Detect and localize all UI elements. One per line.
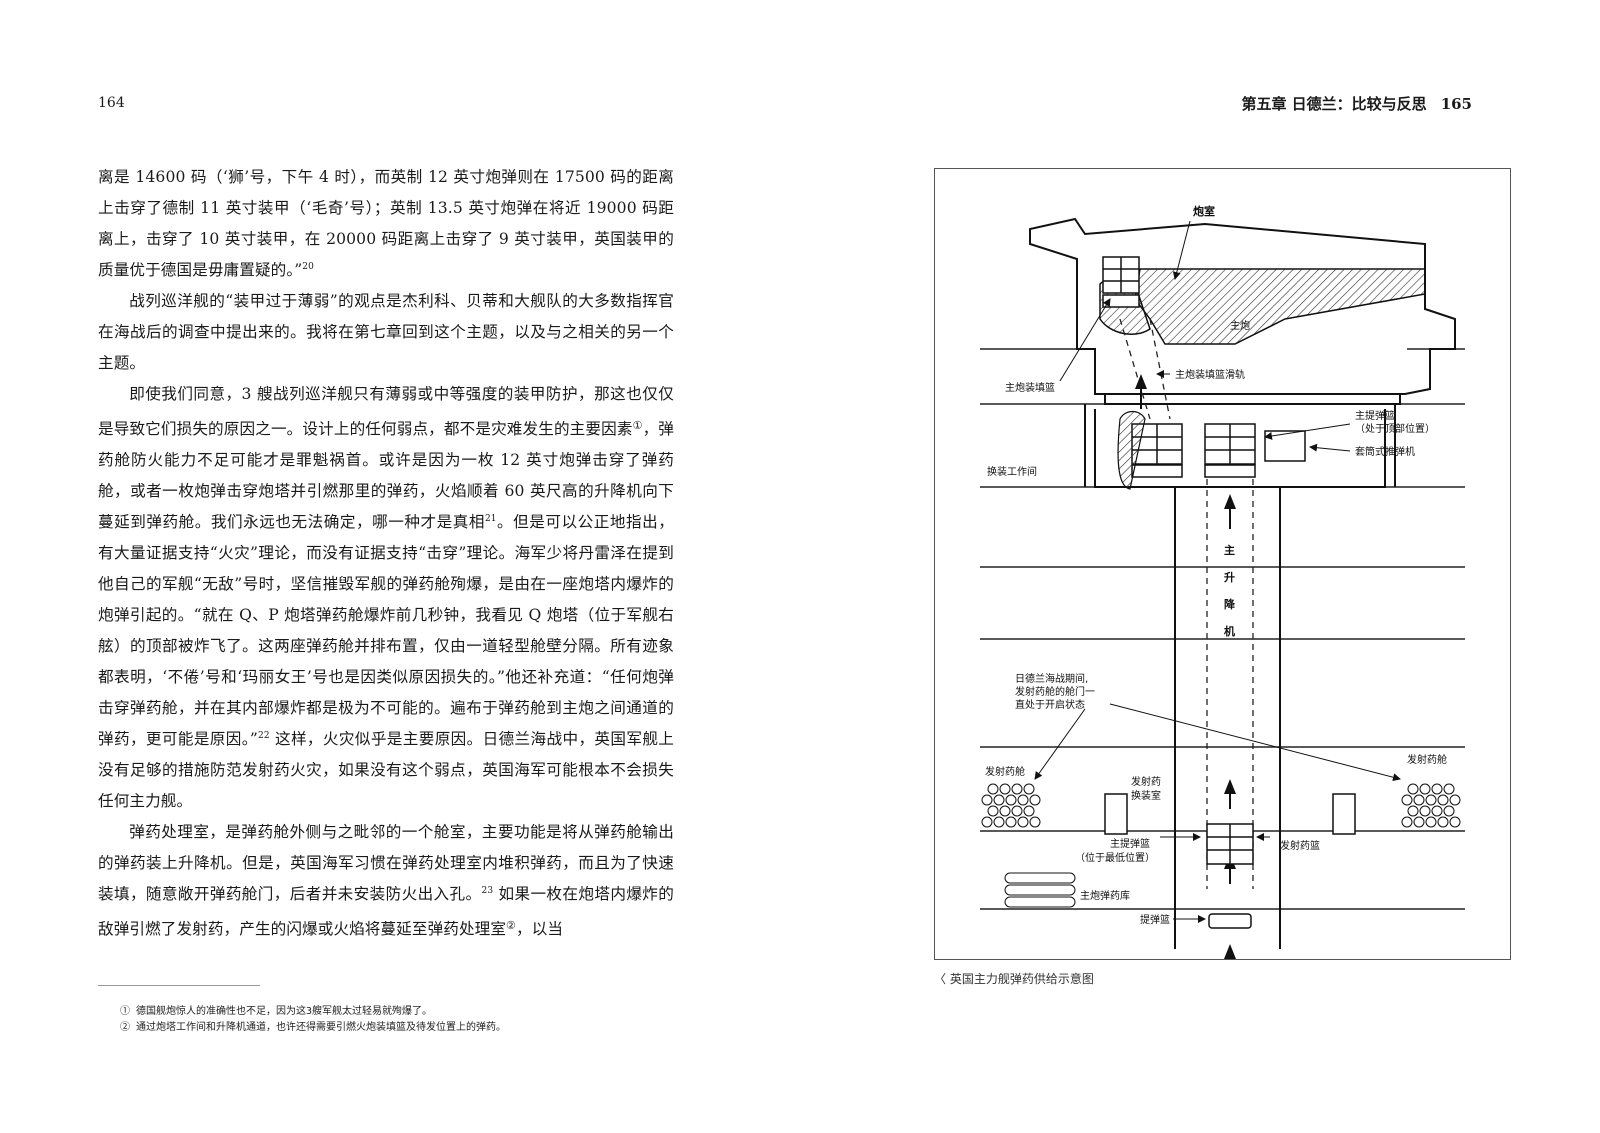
paragraph-text: 离是 14600 码（‘狮’号，下午 4 时），而英制 12 英寸炮弹则在 17… xyxy=(98,168,674,279)
turret-loading-cage xyxy=(1102,256,1140,308)
paragraph: 弹药处理室，是弹药舱外侧与之毗邻的一个舱室，主要功能是将从弹药舱输出的弹药装上升… xyxy=(98,817,674,945)
label-cordite-magazine-right: 发射药舱 xyxy=(1407,753,1447,766)
turret-structure xyxy=(1029,217,1456,949)
shell-room-shells xyxy=(1004,872,1076,908)
figure-caption: 〈 英国主力舰弹药供给示意图 xyxy=(934,972,1094,986)
paragraph-text: 这样，火灾似乎是主要原因。日德兰海战中，英国军舰上没有足够的措施防范发射药火灾，… xyxy=(98,730,674,810)
label-main-hoist-cage-bottom: 主提弹篮 xyxy=(1110,837,1150,850)
paragraph-text: 。但是可以公正地指出，有大量证据支持“火灾”理论，而没有证据支持“击穿”理论。海… xyxy=(98,513,674,748)
label-main-hoist-1: 主 xyxy=(1224,543,1235,557)
upward-arrows xyxy=(1135,374,1236,959)
label-handling-room-2: 换装室 xyxy=(1131,789,1161,802)
label-note-line-1: 日德兰海战期间, xyxy=(1015,672,1088,685)
main-gun-shape xyxy=(1134,268,1426,345)
footnotes: ① 德国舰炮惊人的准确性也不足，因为这3艘军舰太过轻易就殉爆了。 ② 通过炮塔工… xyxy=(120,1004,506,1036)
paragraph-text: 如果一枚在炮塔内爆炸的敌弹引燃了发射药，产生的闪爆或火焰将蔓延至弹药处理室 xyxy=(98,885,674,938)
label-main-hoist-2: 升 xyxy=(1224,570,1235,584)
endnote-ref: 21 xyxy=(484,514,497,524)
paragraph: 战列巡洋舰的“装甲过于薄弱”的观点是杰利科、贝蒂和大舰队的大多数指挥官在海战后的… xyxy=(98,286,674,379)
upward-arrow-stems xyxy=(1140,389,1231,884)
paragraph-text: ，弹药舱防火能力不足可能才是罪魁祸首。或许是因为一枚 12 英寸炮弹击穿了弹药舱… xyxy=(98,420,674,531)
label-note-line-3: 直处于开启状态 xyxy=(1015,698,1085,711)
diagram-svg: 炮室 主炮 主炮装填篮 主炮装填篮滑轨 主提弹篮 （处于顶部位置） 套筒式推弹机… xyxy=(980,204,1465,959)
footnote-divider xyxy=(98,985,260,986)
paragraph-text: ，以当 xyxy=(516,920,564,938)
paragraph-text: 弹药处理室，是弹药舱外侧与之毗邻的一个舱室，主要功能是将从弹药舱输出的弹药装上升… xyxy=(98,823,674,903)
label-cordite-magazine-left: 发射药舱 xyxy=(985,765,1025,778)
label-main-hoist-3: 降 xyxy=(1224,597,1236,611)
loading-arm-shape xyxy=(1117,410,1146,490)
right-page: 第五章 日德兰：比较与反思 165 xyxy=(800,0,1600,1133)
left-page: 164 离是 14600 码（‘狮’号，下午 4 时），而英制 12 英寸炮弹则… xyxy=(98,95,674,1036)
paragraph: 离是 14600 码（‘狮’号，下午 4 时），而英制 12 英寸炮弹则在 17… xyxy=(98,162,674,286)
label-cordite-cage: 发射药篮 xyxy=(1280,839,1320,852)
cordite-stacks-right xyxy=(1401,783,1461,828)
paragraph: 即使我们同意，3 艘战列巡洋舰只有薄弱或中等强度的装甲防护，那这也仅仅是导致它们… xyxy=(98,379,674,817)
chapter-title: 第五章 日德兰：比较与反思 xyxy=(1241,95,1427,113)
leader-lines xyxy=(1034,220,1401,923)
cordite-stacks-left xyxy=(981,783,1041,828)
left-page-number: 164 xyxy=(98,95,125,111)
label-shell-cage: 提弹篮 xyxy=(1140,913,1170,926)
ammunition-supply-diagram: 炮室 主炮 主炮装填篮 主炮装填篮滑轨 主提弹篮 （处于顶部位置） 套筒式推弹机… xyxy=(934,168,1511,960)
label-working-chamber: 换装工作间 xyxy=(987,465,1037,478)
label-top-position: （处于顶部位置） xyxy=(1355,422,1435,435)
endnote-ref: 23 xyxy=(481,886,494,896)
endnote-ref: 22 xyxy=(258,731,270,741)
right-page-number: 165 xyxy=(1440,95,1472,113)
endnote-ref: 20 xyxy=(302,262,314,272)
label-lowest-position: （位于最低位置） xyxy=(1075,851,1155,864)
footnote-ref: ② xyxy=(506,919,517,932)
bottom-cages xyxy=(1104,793,1356,929)
label-main-gun: 主炮 xyxy=(1230,319,1250,332)
paragraph-text: 战列巡洋舰的“装甲过于薄弱”的观点是杰利科、贝蒂和大舰队的大多数指挥官在海战后的… xyxy=(98,292,674,372)
label-handling-room-1: 发射药 xyxy=(1131,775,1161,788)
footnote-2: ② 通过炮塔工作间和升降机通道，也许还得需要引燃火炮装填篮及待发位置上的弹药。 xyxy=(120,1022,507,1033)
label-cage-rails: 主炮装填篮滑轨 xyxy=(1175,368,1245,381)
footnote-ref: ① xyxy=(632,419,643,432)
paragraph-text: 即使我们同意，3 艘战列巡洋舰只有薄弱或中等强度的装甲防护，那这也仅仅是导致它们… xyxy=(98,385,674,438)
label-main-hoist-4: 机 xyxy=(1224,624,1235,638)
footnote-1: ① 德国舰炮惊人的准确性也不足，因为这3艘军舰太过轻易就殉爆了。 xyxy=(120,1006,433,1017)
body-text: 离是 14600 码（‘狮’号，下午 4 时），而英制 12 英寸炮弹则在 17… xyxy=(98,162,674,945)
label-main-loading-cage: 主炮装填篮 xyxy=(1005,381,1055,394)
label-main-hoist-cage-top: 主提弹篮 xyxy=(1355,409,1395,422)
label-telescopic-rammer: 套筒式推弹机 xyxy=(1355,445,1415,458)
working-chamber-cages xyxy=(1131,423,1306,478)
running-head: 第五章 日德兰：比较与反思 165 xyxy=(1241,93,1472,114)
label-turret: 炮室 xyxy=(1193,204,1215,218)
label-shell-room: 主炮弹药库 xyxy=(1080,889,1130,902)
label-note-line-2: 发射药舱的舱门一 xyxy=(1015,685,1095,698)
hoist-guides xyxy=(1119,318,1254,889)
